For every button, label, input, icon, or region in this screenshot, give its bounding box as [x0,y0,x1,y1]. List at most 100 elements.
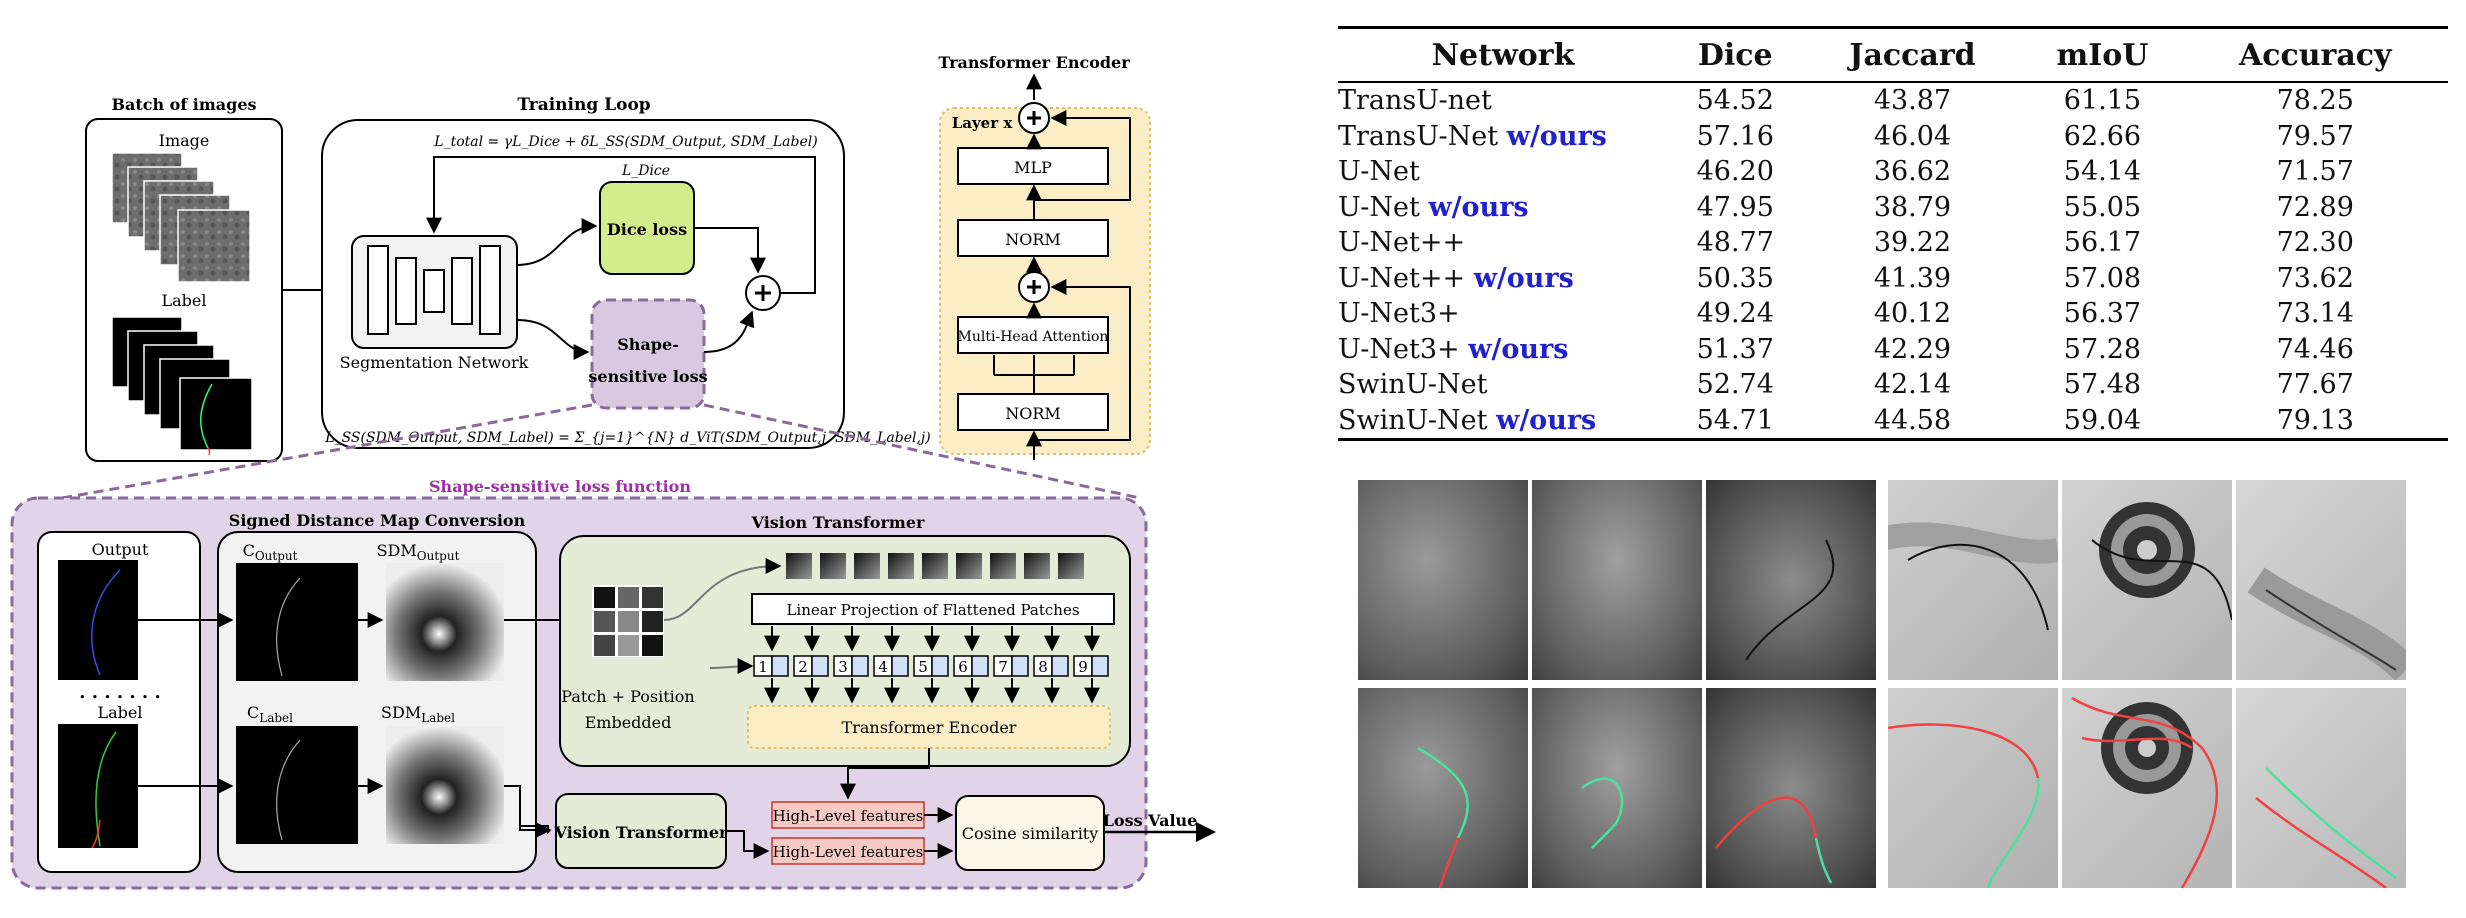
vit-transformer-encoder-box [747,705,1111,749]
patch-token: 4 [873,626,909,704]
patch-token: 9 [1073,626,1109,704]
patch-token: 5 [913,626,949,704]
high-level-features-1 [771,801,925,829]
patch-token: 7 [993,626,1029,704]
cell-network: U-Net++ [1338,225,1668,261]
phantom-tile-2 [2062,480,2232,680]
output-caption: Output [92,540,149,559]
cell-miou: 54.14 [2063,156,2142,188]
cell-dice: 48.77 [1696,227,1774,259]
total-loss-formula: L_total = γL_Dice + δL_SS(SDM_Output, SD… [433,134,817,150]
mha-label: Multi-Head Attention [958,329,1109,345]
network-name: U-Net [1338,191,1429,223]
ours-tag: w/ours [1506,120,1607,152]
cell-acc: 72.89 [2276,191,2354,223]
cell-miou: 59.04 [2063,404,2142,436]
header-dice: Dice [1697,37,1773,73]
cell-network: TransU-Net w/ours [1338,119,1668,155]
sdm-conversion-title: Signed Distance Map Conversion [229,511,526,530]
sdm-output-image [386,563,504,681]
transformer-encoder-title: Transformer Encoder [938,53,1130,72]
cell-jaccard: 44.58 [1873,404,1952,436]
xray-tile-3 [1706,480,1876,680]
dice-loss-label: Dice loss [607,220,687,239]
cosine-similarity-label: Cosine similarity [962,824,1099,843]
cell-dice: 46.20 [1696,156,1774,188]
flattened-patches [786,553,1084,579]
network-name: U-Net [1338,156,1420,188]
cell-dice: 49.24 [1696,298,1774,330]
label-stack [111,316,253,456]
qualitative-results-grid [1358,480,2410,892]
cell-jaccard: 39.22 [1873,227,1952,259]
loss-value-label: Loss Value [1103,811,1198,830]
cell-jaccard: 46.04 [1873,120,1952,152]
cell-jaccard: 36.62 [1873,156,1952,188]
phantom-overlay-tile-3 [2236,688,2406,888]
cell-network: U-Net3+ [1338,296,1668,332]
c-output-label: COutput [243,541,298,563]
header-network: Network [1431,37,1575,73]
header-miou: mIoU [2056,37,2149,73]
svg-text:High-Level features: High-Level features [773,843,924,861]
network-name: SwinU-Net [1338,404,1497,436]
label-caption: Label [162,291,207,310]
phantom-overlay-tile-2 [2062,688,2232,888]
cell-miou: 57.28 [2063,333,2142,365]
patch-number: 6 [958,658,968,676]
cell-dice: 50.35 [1696,262,1774,294]
patch-number: 5 [918,658,928,676]
cell-dice: 52.74 [1696,369,1774,401]
cell-jaccard: 42.14 [1873,369,1952,401]
segmentation-network-label: Segmentation Network [340,353,529,372]
patch-token: 2 [793,626,829,704]
c-output-image [236,563,358,681]
patch-token: 1 [753,626,789,704]
training-loop-panel: Training Loop L_total = γL_Dice + δL_SS(… [321,95,931,449]
cell-dice: 54.71 [1696,404,1774,436]
ours-tag: w/ours [1496,404,1597,436]
cell-jaccard: 41.39 [1873,262,1952,294]
cell-miou: 62.66 [2063,120,2142,152]
xray-tile-1 [1358,480,1528,680]
vit-title: Vision Transformer [751,513,925,532]
network-name: U-Net++ [1338,227,1466,259]
cell-acc: 71.57 [2276,156,2354,188]
header-jaccard: Jaccard [1849,37,1976,73]
label-caption-2: Label [98,703,143,722]
cell-jaccard: 43.87 [1873,85,1952,117]
cell-dice: 54.52 [1696,85,1774,117]
c-label-image [236,726,358,844]
cell-dice: 51.37 [1696,333,1774,365]
norm-bottom-label: NORM [1005,404,1061,423]
cell-network: SwinU-Net w/ours [1338,403,1668,440]
ours-tag: w/ours [1473,262,1574,294]
network-name: TransU-net [1338,85,1492,117]
table-row: SwinU-Net w/ours 54.71 44.58 59.04 79.13 [1338,403,2448,440]
method-diagram: Batch of images Image Label Training Loo… [10,53,1216,890]
cell-acc: 73.14 [2276,298,2354,330]
patch-token: 3 [833,626,869,704]
patch-grid [592,585,664,657]
patch-number: 7 [998,658,1008,676]
network-name: TransU-Net [1338,120,1507,152]
cell-miou: 56.17 [2063,227,2142,259]
batch-title: Batch of images [111,95,256,114]
cell-network: U-Net w/ours [1338,190,1668,226]
cell-network: SwinU-Net [1338,367,1668,403]
patch-token: 6 [953,626,989,704]
sdm-label-image [386,726,504,844]
phantom-tile-3 [2236,480,2406,680]
patch-token: 8 [1033,626,1069,704]
mlp-box [957,147,1109,185]
linear-projection-label: Linear Projection of Flattened Patches [786,601,1079,619]
patch-position-label-1: Patch + Position [561,687,694,706]
cell-acc: 79.13 [2276,404,2354,436]
cell-network: U-Net [1338,154,1668,190]
shape-loss-box [590,298,706,410]
